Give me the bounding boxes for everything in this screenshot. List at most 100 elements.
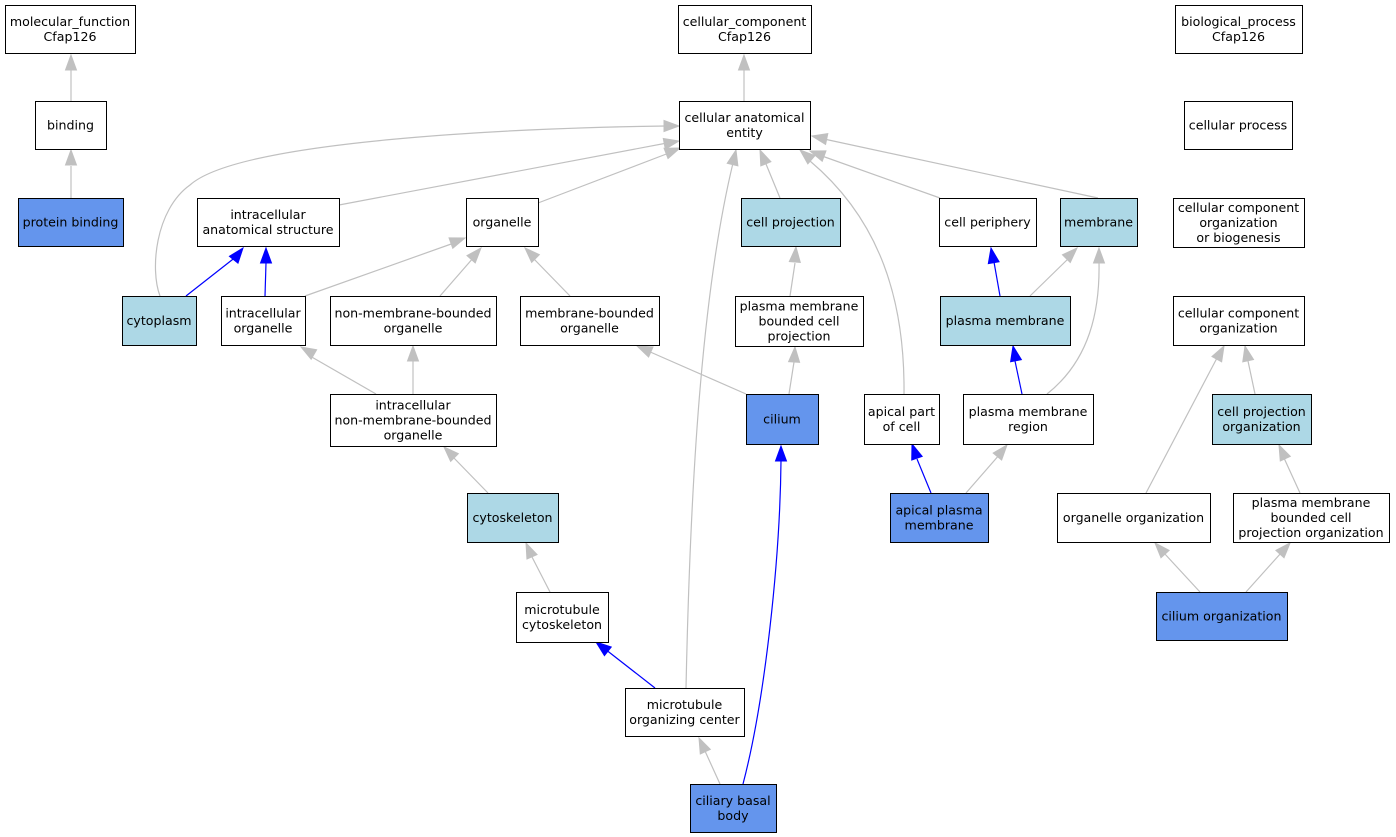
node-label-line: Cfap126 <box>44 29 97 44</box>
go-term-node-inmbo[interactable]: intracellularnon-membrane-boundedorganel… <box>330 394 497 447</box>
arrowhead-icon <box>1275 541 1291 559</box>
node-box <box>5 5 136 54</box>
arrowhead-icon <box>663 147 682 160</box>
go-term-node-cell-periphery[interactable]: cell periphery <box>939 198 1037 247</box>
node-label-line: apical plasma <box>895 503 982 518</box>
node-label-line: cytoskeleton <box>522 617 602 632</box>
node-label-line: intracellular <box>230 207 306 222</box>
node-box <box>746 394 819 445</box>
is-a-edge <box>965 443 1008 494</box>
arrowhead-icon <box>1154 541 1170 559</box>
is-a-edge <box>523 246 571 297</box>
arrowhead-icon <box>1092 246 1106 264</box>
node-box <box>330 394 497 447</box>
arrowhead-icon <box>448 237 467 250</box>
arrowhead-icon <box>466 246 482 264</box>
node-box <box>625 688 745 737</box>
is-a-edge <box>737 53 751 101</box>
arrowhead-icon <box>523 246 541 264</box>
node-label-line: cilium organization <box>1162 609 1282 624</box>
go-term-node-cilium[interactable]: cilium <box>746 394 819 445</box>
go-term-node-membrane[interactable]: membrane <box>1060 198 1138 247</box>
is-a-edge <box>759 148 781 199</box>
node-box <box>690 784 777 833</box>
node-label-line: anatomical structure <box>202 222 333 237</box>
node-label-line: Cfap126 <box>1212 29 1265 44</box>
node-box <box>939 198 1037 247</box>
arrowhead-icon <box>64 53 78 71</box>
node-label-line: body <box>717 808 749 823</box>
blue-relation-edge <box>742 444 788 785</box>
arrowhead-icon <box>774 444 788 462</box>
node-box <box>1057 493 1211 543</box>
blue-relation-edge <box>594 641 656 689</box>
is-a-edge <box>439 246 482 297</box>
arrowhead-icon <box>299 346 318 361</box>
go-term-node-cell-projection[interactable]: cell projection <box>741 198 841 247</box>
is-a-edge <box>525 541 551 593</box>
node-box <box>330 296 497 346</box>
node-label-line: organelle <box>384 428 443 443</box>
go-term-node-cilium-org[interactable]: cilium organization <box>1156 592 1288 641</box>
is-a-edge <box>442 445 489 494</box>
node-label-line: entity <box>726 125 763 140</box>
go-term-node-cytoplasm[interactable]: cytoplasm <box>122 296 197 346</box>
node-box <box>520 296 660 346</box>
node-label-line: cellular anatomical <box>684 110 804 125</box>
go-term-node-plasma-membrane[interactable]: plasma membrane <box>940 296 1071 346</box>
node-label-line: microtubule <box>524 602 600 617</box>
node-label-line: cell periphery <box>944 215 1031 230</box>
node-label-line: membrane <box>1064 215 1133 230</box>
node-label-line: organelle <box>234 321 293 336</box>
arrowhead-icon <box>442 445 460 463</box>
node-label-line: ciliary basal <box>695 793 770 808</box>
arrowhead-icon <box>726 148 739 167</box>
node-box <box>221 296 306 346</box>
node-label-line: cellular_component <box>683 14 807 29</box>
is-a-edge <box>1029 246 1079 297</box>
arrowhead-icon <box>259 246 273 264</box>
node-label-line: cytoplasm <box>126 313 191 328</box>
go-term-node-binding[interactable]: binding <box>35 101 107 150</box>
node-label-line: protein binding <box>23 215 119 230</box>
is-a-edge <box>154 119 681 297</box>
node-label-line: bounded cell <box>758 314 839 329</box>
node-box <box>516 592 609 643</box>
arrowhead-icon <box>1211 344 1225 363</box>
node-box <box>1156 592 1288 641</box>
go-term-node-organelle-org[interactable]: organelle organization <box>1057 493 1211 543</box>
go-term-node-organelle[interactable]: organelle <box>466 198 539 247</box>
go-term-node-protein-binding[interactable]: protein binding <box>18 198 124 247</box>
node-box <box>1060 198 1138 247</box>
go-term-node-cytoskeleton[interactable]: cytoskeleton <box>467 493 559 543</box>
node-label-line: intracellular <box>375 398 451 413</box>
node-box <box>35 101 107 150</box>
is-a-edge <box>685 148 739 689</box>
node-label-line: cellular component <box>1178 200 1299 215</box>
go-term-node-cellular-process[interactable]: cellular process <box>1184 101 1293 150</box>
node-label-line: Cfap126 <box>718 29 771 44</box>
node-label-line: organization <box>1222 419 1300 434</box>
node-box <box>735 296 864 347</box>
